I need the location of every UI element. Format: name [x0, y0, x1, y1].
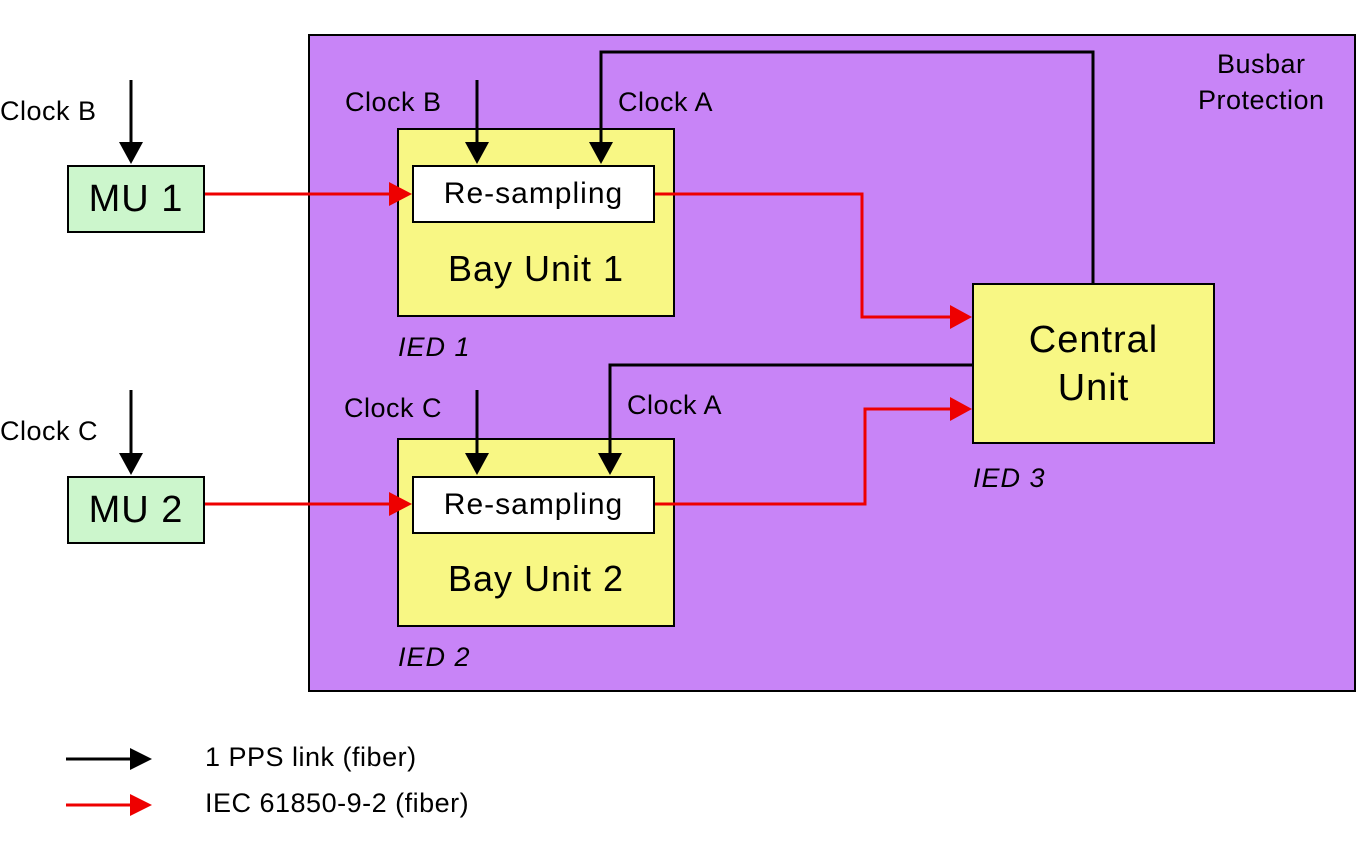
- legend-pps-arrowhead: [130, 748, 152, 770]
- bay-unit-1-label: Bay Unit 1: [447, 248, 625, 289]
- merging-unit-2[interactable]: MU 2: [67, 476, 205, 544]
- central-unit[interactable]: Central Unit: [972, 283, 1215, 444]
- resampling-2-label: Re-sampling: [443, 488, 624, 521]
- ied-3-label: IED 3: [973, 463, 1046, 493]
- legend-iec-label: IEC 61850-9-2 (fiber): [205, 788, 470, 818]
- bay1-clock-b-label: Clock B: [345, 87, 442, 117]
- resampling-block-1[interactable]: Re-sampling: [412, 165, 655, 223]
- bay-unit-2-label: Bay Unit 2: [447, 558, 625, 599]
- ied-2-label: IED 2: [398, 642, 471, 672]
- merging-unit-1-label: MU 1: [88, 177, 184, 220]
- bay1-clock-a-label: Clock A: [618, 87, 714, 117]
- busbar-label-line2: Protection: [1198, 85, 1325, 115]
- legend-iec-arrowhead: [130, 794, 152, 816]
- bay2-clock-c-label: Clock C: [344, 393, 443, 423]
- mu2-clock-label: Clock C: [0, 416, 99, 446]
- pps-arrowhead-mu1: [119, 142, 143, 164]
- bay2-clock-a-label: Clock A: [627, 390, 723, 420]
- resampling-1-label: Re-sampling: [443, 177, 624, 210]
- busbar-label-line1: Busbar: [1217, 49, 1306, 79]
- pps-arrowhead-mu2: [119, 453, 143, 475]
- legend-pps-label: 1 PPS link (fiber): [205, 742, 417, 772]
- merging-unit-1[interactable]: MU 1: [67, 165, 205, 233]
- legend-arrows: [66, 748, 152, 816]
- mu1-clock-label: Clock B: [0, 96, 97, 126]
- resampling-block-2[interactable]: Re-sampling: [412, 476, 655, 534]
- busbar-protection-label: Busbar Protection: [1198, 46, 1325, 118]
- central-unit-label-line2: Unit: [1057, 366, 1130, 409]
- ied-1-label: IED 1: [398, 332, 471, 362]
- central-unit-label-line1: Central: [1028, 318, 1159, 361]
- merging-unit-2-label: MU 2: [88, 488, 184, 531]
